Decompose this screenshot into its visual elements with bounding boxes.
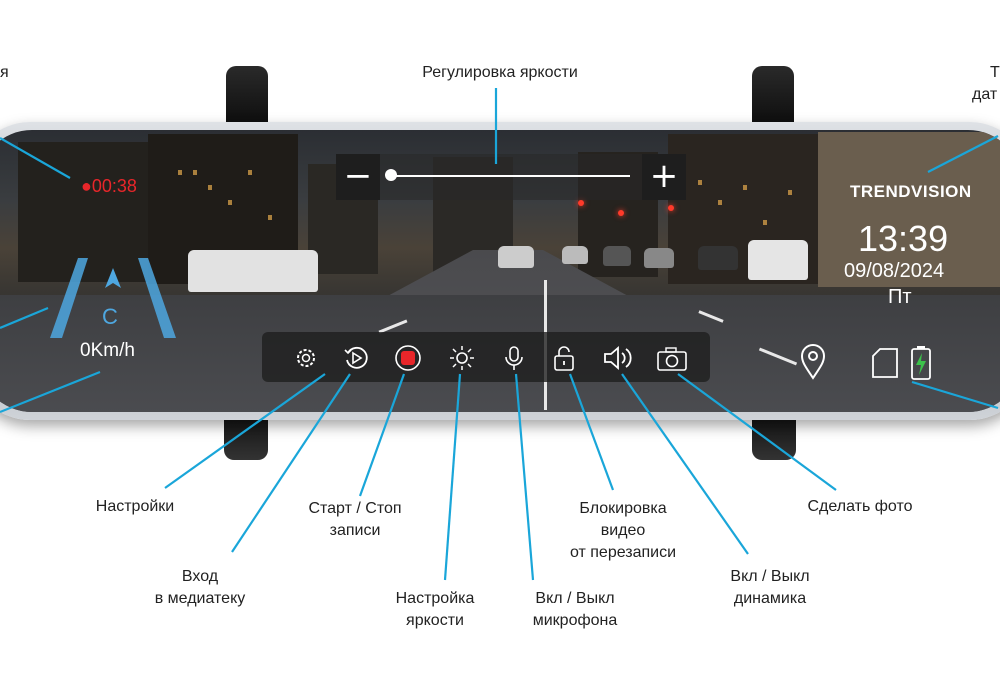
battery-icon — [911, 346, 931, 380]
speed-readout: 0Km/h — [80, 340, 135, 361]
callout-line-battery — [911, 380, 999, 410]
camera-screen: ●00:38 C 0Km/h TRENDVISION 13:39 09/08/2… — [0, 130, 1000, 412]
date: 09/08/2024 — [844, 260, 945, 282]
label-right-partial-2: дат — [972, 86, 998, 103]
weekday: Пт — [888, 286, 912, 308]
location-pin-icon[interactable] — [800, 344, 826, 380]
callout-line-datetime — [927, 135, 999, 173]
brightness-plus-button[interactable]: + — [642, 154, 686, 200]
callout-line-record — [358, 373, 406, 497]
brightness-minus-button[interactable]: − — [336, 154, 380, 200]
callout-line-lock — [568, 373, 615, 491]
building — [818, 132, 1000, 287]
unlock-icon[interactable] — [550, 344, 578, 372]
lane-assist-graphic — [50, 258, 176, 338]
label-brightness-adjust: Регулировка яркости — [422, 64, 578, 81]
playback-icon[interactable] — [342, 344, 370, 372]
record-icon[interactable] — [394, 344, 422, 372]
mount-clip-left-top — [226, 66, 268, 126]
control-icon-bar — [262, 332, 710, 382]
label-left-partial: я — [0, 64, 9, 81]
mount-clip-right-bottom — [752, 414, 796, 460]
callout-line-lane — [0, 306, 49, 330]
label-settings: Настройки — [95, 498, 175, 515]
car — [698, 246, 738, 270]
clock-time: 13:39 — [858, 218, 949, 259]
callout-line-speaker — [621, 373, 749, 555]
limousine — [188, 250, 318, 292]
car — [562, 246, 588, 264]
callout-line-photo — [677, 373, 837, 491]
rec-indicator: ●00:38 — [81, 176, 137, 197]
brightness-slider-track[interactable] — [390, 175, 630, 177]
car — [644, 248, 674, 268]
van — [748, 240, 808, 280]
microphone-icon[interactable] — [500, 344, 528, 372]
speaker-icon[interactable] — [602, 344, 636, 372]
label-photo: Сделать фото — [807, 498, 913, 515]
brand-logo: TRENDVISION — [850, 182, 972, 201]
brightness-slider-bar: − + — [336, 154, 686, 200]
callout-line-mic — [514, 373, 535, 581]
callout-line-settings — [164, 373, 326, 489]
rec-time: 00:38 — [91, 176, 137, 196]
gear-icon[interactable] — [292, 344, 320, 372]
sun-icon[interactable] — [448, 344, 476, 372]
mount-clip-left-bottom — [224, 414, 268, 460]
rec-dot: ● — [81, 176, 92, 196]
car — [603, 246, 631, 266]
callout-line-speed — [0, 370, 101, 414]
brightness-slider-thumb[interactable] — [385, 169, 397, 181]
car — [498, 246, 534, 268]
callout-line-media — [231, 373, 351, 553]
callout-line-brightness — [443, 373, 462, 581]
label-right-partial-1: Т — [990, 64, 1000, 81]
lane-letter: C — [102, 304, 118, 329]
mount-clip-right-top — [752, 66, 794, 126]
callout-line-rec — [0, 137, 71, 179]
camera-icon[interactable] — [656, 344, 688, 372]
sd-card-icon — [872, 348, 898, 378]
